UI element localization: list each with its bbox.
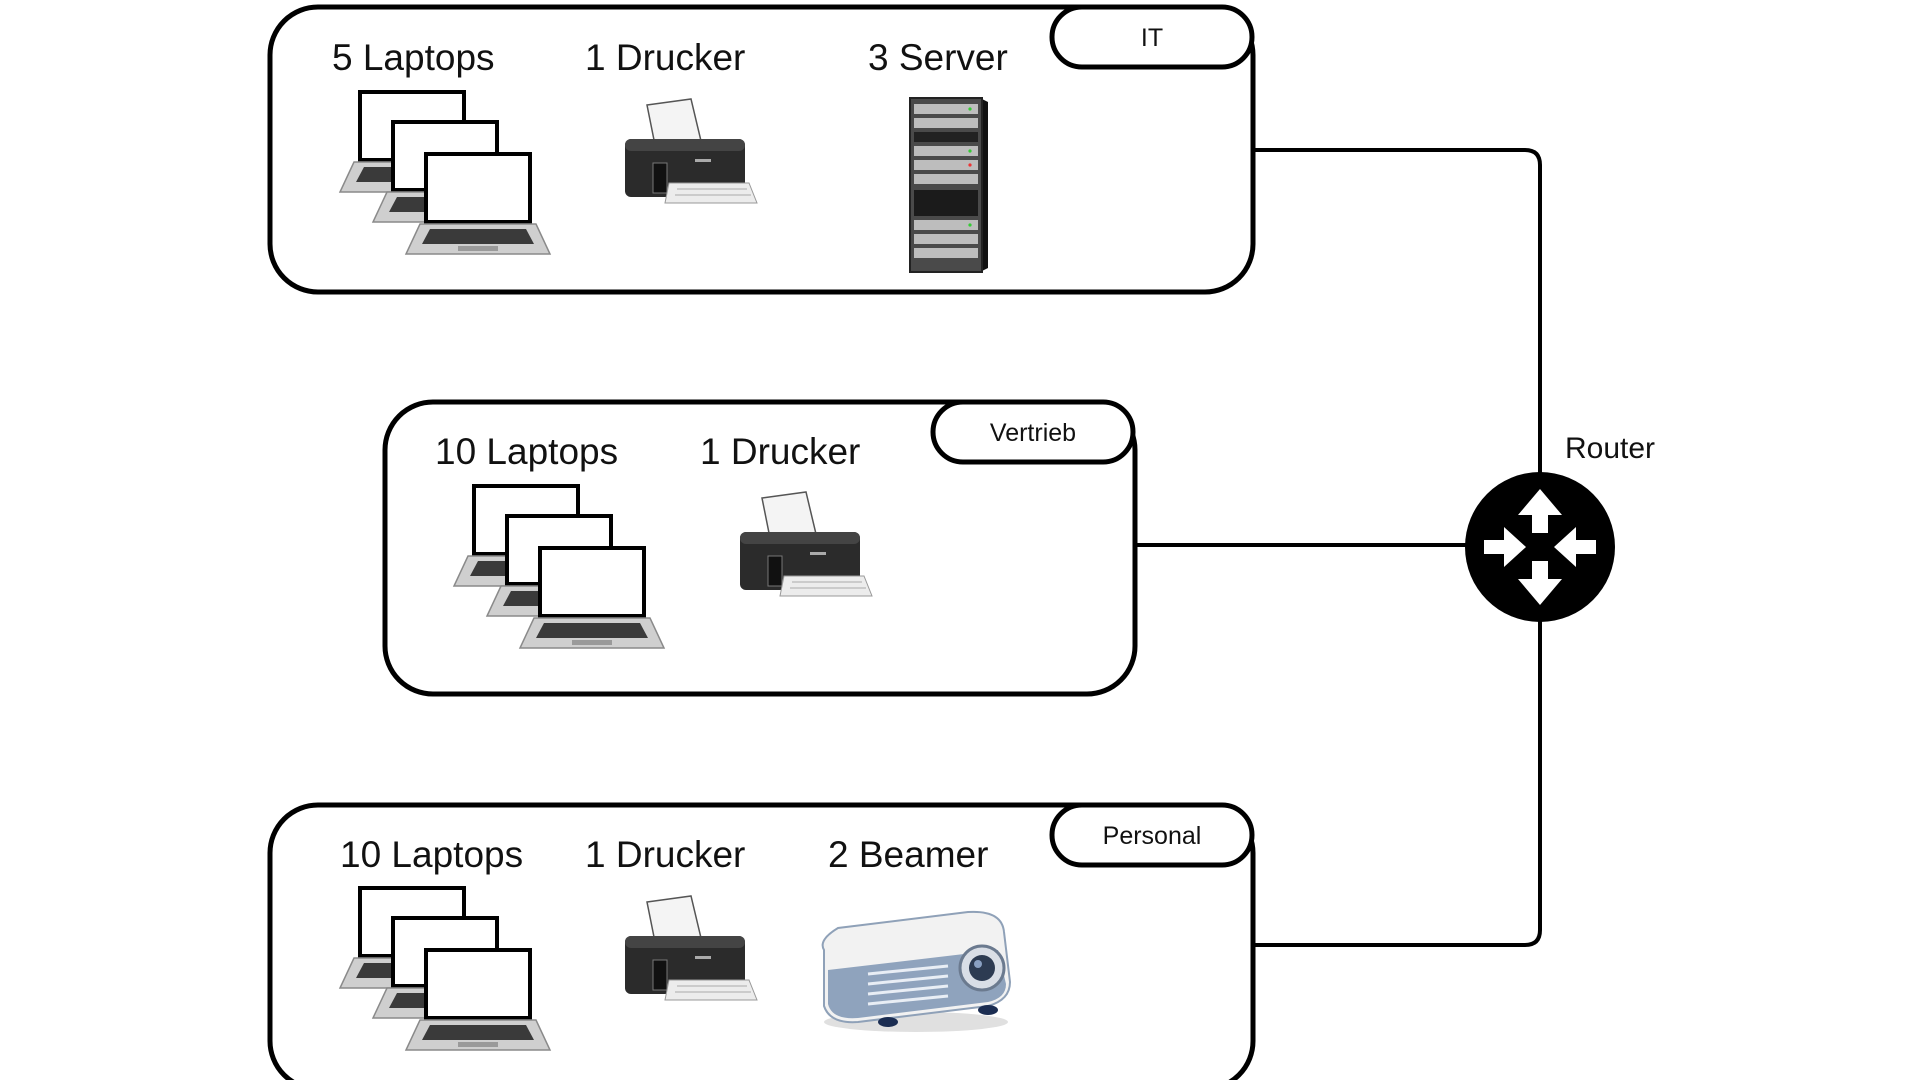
- device-label: 10 Laptops: [435, 431, 618, 472]
- department-personal: Personal 10 Laptops 1 Drucker 2 Beamer: [267, 802, 1256, 1080]
- department-tag: IT: [1049, 4, 1255, 70]
- router-icon: [1465, 472, 1615, 622]
- router-label: Router: [1565, 432, 1655, 465]
- device-label: 1 Drucker: [585, 37, 745, 78]
- device-label: 2 Beamer: [828, 834, 988, 875]
- department-tag: Vertrieb: [930, 399, 1136, 465]
- department-tag: Personal: [1049, 802, 1255, 868]
- device-label: 5 Laptops: [332, 37, 495, 78]
- department-tag-label: Vertrieb: [990, 419, 1076, 447]
- device-label: 10 Laptops: [340, 834, 523, 875]
- server-rack-icon: [909, 97, 989, 273]
- link-personal-router: [1255, 620, 1542, 947]
- department-tag-label: IT: [1141, 24, 1163, 52]
- device-label: 3 Server: [868, 37, 1008, 78]
- link-it-router: [1255, 148, 1542, 475]
- department-vertrieb: Vertrieb 10 Laptops 1 Drucker: [382, 399, 1138, 697]
- device-label: 1 Drucker: [700, 431, 860, 472]
- router-node: Router: [1465, 432, 1655, 622]
- department-tag-label: Personal: [1103, 822, 1202, 850]
- department-it: IT 5 Laptops 1 Drucker 3 Server: [267, 4, 1256, 295]
- device-label: 1 Drucker: [585, 834, 745, 875]
